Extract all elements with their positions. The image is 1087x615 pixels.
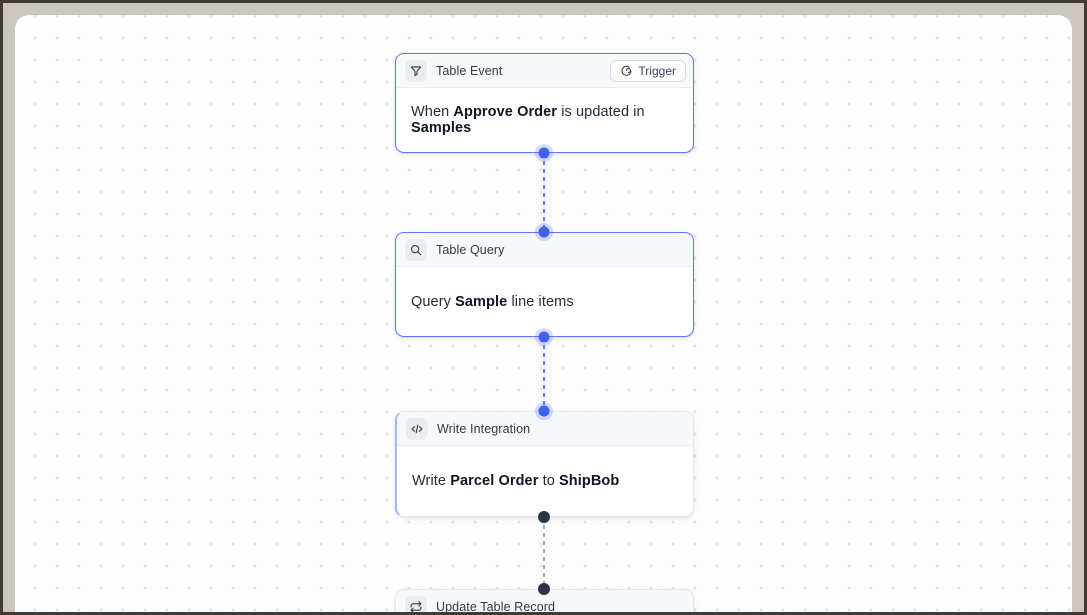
workflow-canvas[interactable]: Table Event Trigger When Approve Order i… [15, 15, 1072, 612]
node-description: When Approve Order is updated in Samples [411, 104, 645, 137]
node-write-integration[interactable]: Write Integration Write Parcel Order to … [395, 411, 694, 517]
node-table-query[interactable]: Table Query Query Sample line items [395, 232, 694, 337]
node-description: Write Parcel Order to ShipBob [412, 473, 620, 489]
node-update-table-record[interactable]: Update Table Record [395, 589, 694, 612]
connector-active-2 [542, 337, 545, 411]
connection-handle[interactable] [537, 511, 550, 523]
node-table-event-header: Table Event Trigger [396, 54, 693, 88]
connection-handle[interactable] [538, 405, 549, 417]
connection-handle[interactable] [538, 147, 549, 159]
trigger-icon [621, 65, 632, 76]
search-icon [405, 238, 427, 261]
code-icon [406, 417, 428, 440]
node-table-event[interactable]: Table Event Trigger When Approve Order i… [395, 53, 694, 153]
connector-active-1 [542, 153, 545, 232]
node-update-table-record-header: Update Table Record [396, 590, 693, 612]
trigger-badge-label: Trigger [638, 63, 676, 78]
connector-neutral-1 [542, 517, 545, 589]
node-write-integration-header: Write Integration [397, 412, 693, 446]
filter-icon [405, 59, 427, 82]
connection-handle[interactable] [538, 226, 549, 238]
repeat-icon [405, 595, 427, 612]
node-title: Table Query [436, 242, 505, 257]
node-description: Query Sample line items [411, 293, 574, 310]
node-title: Write Integration [437, 421, 531, 436]
node-title: Update Table Record [436, 599, 556, 613]
trigger-badge: Trigger [610, 59, 686, 82]
node-table-query-header: Table Query [396, 233, 693, 267]
connection-handle[interactable] [538, 331, 549, 343]
connection-handle[interactable] [537, 583, 550, 595]
node-title: Table Event [436, 63, 503, 78]
